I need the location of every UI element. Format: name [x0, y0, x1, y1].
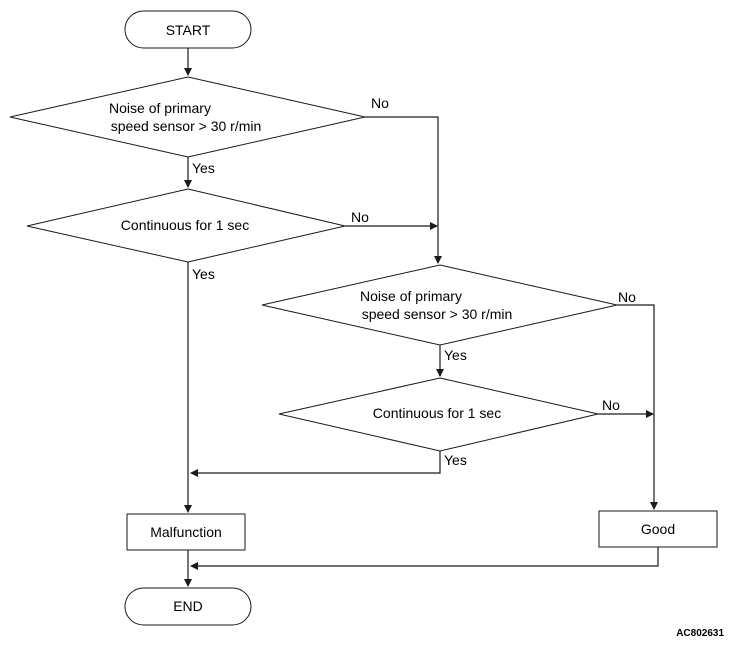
edge-d4-yes: [190, 451, 441, 477]
edge-label-d1-no: No: [371, 95, 389, 111]
end-label: END: [173, 598, 203, 614]
malfunction-label: Malfunction: [150, 524, 222, 540]
edge-label-d3-yes: Yes: [444, 347, 467, 363]
end-terminal: END: [124, 587, 252, 626]
decision-noise-primary-1: Noise of primary speed sensor > 30 r/min: [9, 76, 366, 158]
decision-1-line-2: speed sensor > 30 r/min: [111, 118, 262, 134]
decision-2-label: Continuous for 1 sec: [121, 217, 249, 233]
decision-continuous-1: Continuous for 1 sec: [26, 188, 346, 263]
start-label: START: [166, 22, 211, 38]
edge-label-d4-no: No: [602, 397, 620, 413]
malfunction-box: Malfunction: [126, 513, 246, 551]
figure-code: AC802631: [676, 628, 724, 639]
edge-labels: No Yes No Yes No Yes No Yes: [192, 95, 636, 468]
decision-3-line-2: speed sensor > 30 r/min: [362, 306, 513, 322]
edge-label-d2-yes: Yes: [192, 266, 215, 282]
edge-d1-no: [365, 116, 442, 264]
edge-good-to-end: [190, 547, 659, 570]
decision-noise-primary-2: Noise of primary speed sensor > 30 r/min: [261, 264, 618, 346]
edge-label-d4-yes: Yes: [444, 452, 467, 468]
good-box: Good: [598, 510, 718, 548]
edge-label-d1-yes: Yes: [192, 160, 215, 176]
start-terminal: START: [124, 10, 252, 49]
decision-1-line-1: Noise of primary: [109, 100, 211, 116]
edge-label-d2-no: No: [351, 209, 369, 225]
decision-3-line-1: Noise of primary: [360, 288, 462, 304]
decision-4-label: Continuous for 1 sec: [373, 405, 501, 421]
good-label: Good: [641, 521, 675, 537]
connectors: [184, 48, 659, 587]
decision-continuous-2: Continuous for 1 sec: [278, 377, 599, 452]
edge-d3-no: [617, 304, 658, 510]
edge-label-d3-no: No: [618, 289, 636, 305]
